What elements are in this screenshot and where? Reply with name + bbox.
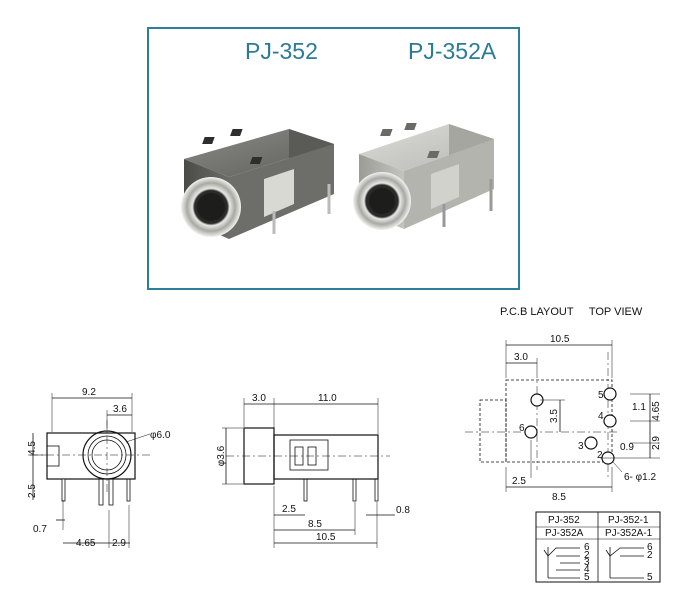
table-right-pin-2: 2 [647, 550, 653, 561]
pcb-top-offset-dim: 3.0 [514, 352, 528, 363]
table-header-right: PJ-352-1 [608, 515, 649, 526]
pcb-bottom-b-dim: 8.5 [552, 492, 566, 503]
table-right-pin-5: 5 [647, 572, 653, 583]
jack-photo-light [353, 123, 494, 230]
front-width-dim: 9.2 [82, 387, 96, 398]
product-photo-panel [147, 27, 520, 290]
front-view-labels: 9.2 3.6 φ6.0 4.5 2.5 0.7 4.65 2.9 [27, 387, 171, 549]
side-front-len-dim: 3.0 [252, 393, 266, 404]
pcb-subtitle-text: TOP VIEW [588, 306, 643, 318]
side-dia-dim: φ3.6 [216, 445, 227, 466]
table-left-pin-5: 5 [584, 572, 590, 583]
pcb-pin-2: 2 [597, 450, 603, 461]
pcb-pin-5: 5 [598, 390, 604, 401]
pcb-d-c-dim: 2.9 [651, 436, 662, 450]
pcb-vgap-dim: 3.5 [549, 409, 560, 423]
side-body-len-dim: 11.0 [318, 393, 337, 404]
model-label-pj352: PJ-352 [245, 38, 318, 64]
front-pin-left-dim: 0.7 [33, 524, 47, 535]
table-sub-right: PJ-352A-1 [605, 528, 653, 539]
table-header-left: PJ-352 [548, 515, 580, 526]
table-labels: PJ-352 PJ-352-1 PJ-352A PJ-352A-1 6 2 3 … [545, 515, 653, 583]
pcb-pin-3: 3 [578, 441, 584, 452]
jack-photo-dark [181, 129, 334, 239]
table-sub-left: PJ-352A [545, 528, 584, 539]
side-pin-w-dim: 0.8 [396, 505, 410, 516]
front-view [28, 393, 151, 548]
table-left-pin-4: 4 [584, 564, 590, 575]
table-left-pin-6: 6 [584, 542, 590, 553]
pcb-width-dim: 10.5 [550, 334, 570, 345]
side-pin-b-dim: 8.5 [308, 519, 322, 530]
pcb-title-text: P.C.B LAYOUT [500, 306, 574, 318]
pcb-hole-note: 6- φ1.2 [624, 472, 656, 483]
table-left-pin-2: 2 [584, 550, 590, 561]
pcb-d-b-dim: 4.65 [651, 401, 662, 421]
pcb-pin-6: 6 [519, 423, 525, 434]
side-pin-c-dim: 10.5 [316, 532, 336, 543]
front-height-upper-dim: 4.5 [27, 441, 38, 455]
table-right-pin-6: 6 [647, 542, 653, 553]
pcb-labels: 10.5 3.0 3.5 1.1 4.65 2.9 0.9 2.5 8.5 6-… [512, 334, 662, 503]
side-view [222, 398, 395, 548]
side-pin-a-dim: 2.5 [282, 504, 296, 515]
pcb-bottom-a-dim: 2.5 [512, 476, 526, 487]
front-height-lower-dim: 2.5 [27, 484, 38, 498]
side-view-labels: 3.0 11.0 φ3.6 2.5 8.5 10.5 0.8 [216, 393, 410, 543]
pcb-pin-4: 4 [598, 411, 604, 422]
front-pin-pitch-b-dim: 2.9 [112, 538, 126, 549]
front-hole-dim: φ6.0 [150, 430, 171, 441]
jack-photos [181, 123, 494, 239]
pcb-d-a-dim: 1.1 [632, 402, 646, 413]
model-label-pj352a: PJ-352A [408, 38, 497, 64]
front-pin-pitch-a-dim: 4.65 [76, 538, 96, 549]
pin-table [535, 511, 661, 583]
pcb-layout-title: P.C.B LAYOUT TOP VIEW [500, 306, 642, 318]
front-offset-dim: 3.6 [113, 404, 127, 415]
pcb-layout [465, 340, 660, 492]
table-left-pin-3: 3 [584, 557, 590, 568]
pcb-d-d-dim: 0.9 [620, 442, 634, 453]
